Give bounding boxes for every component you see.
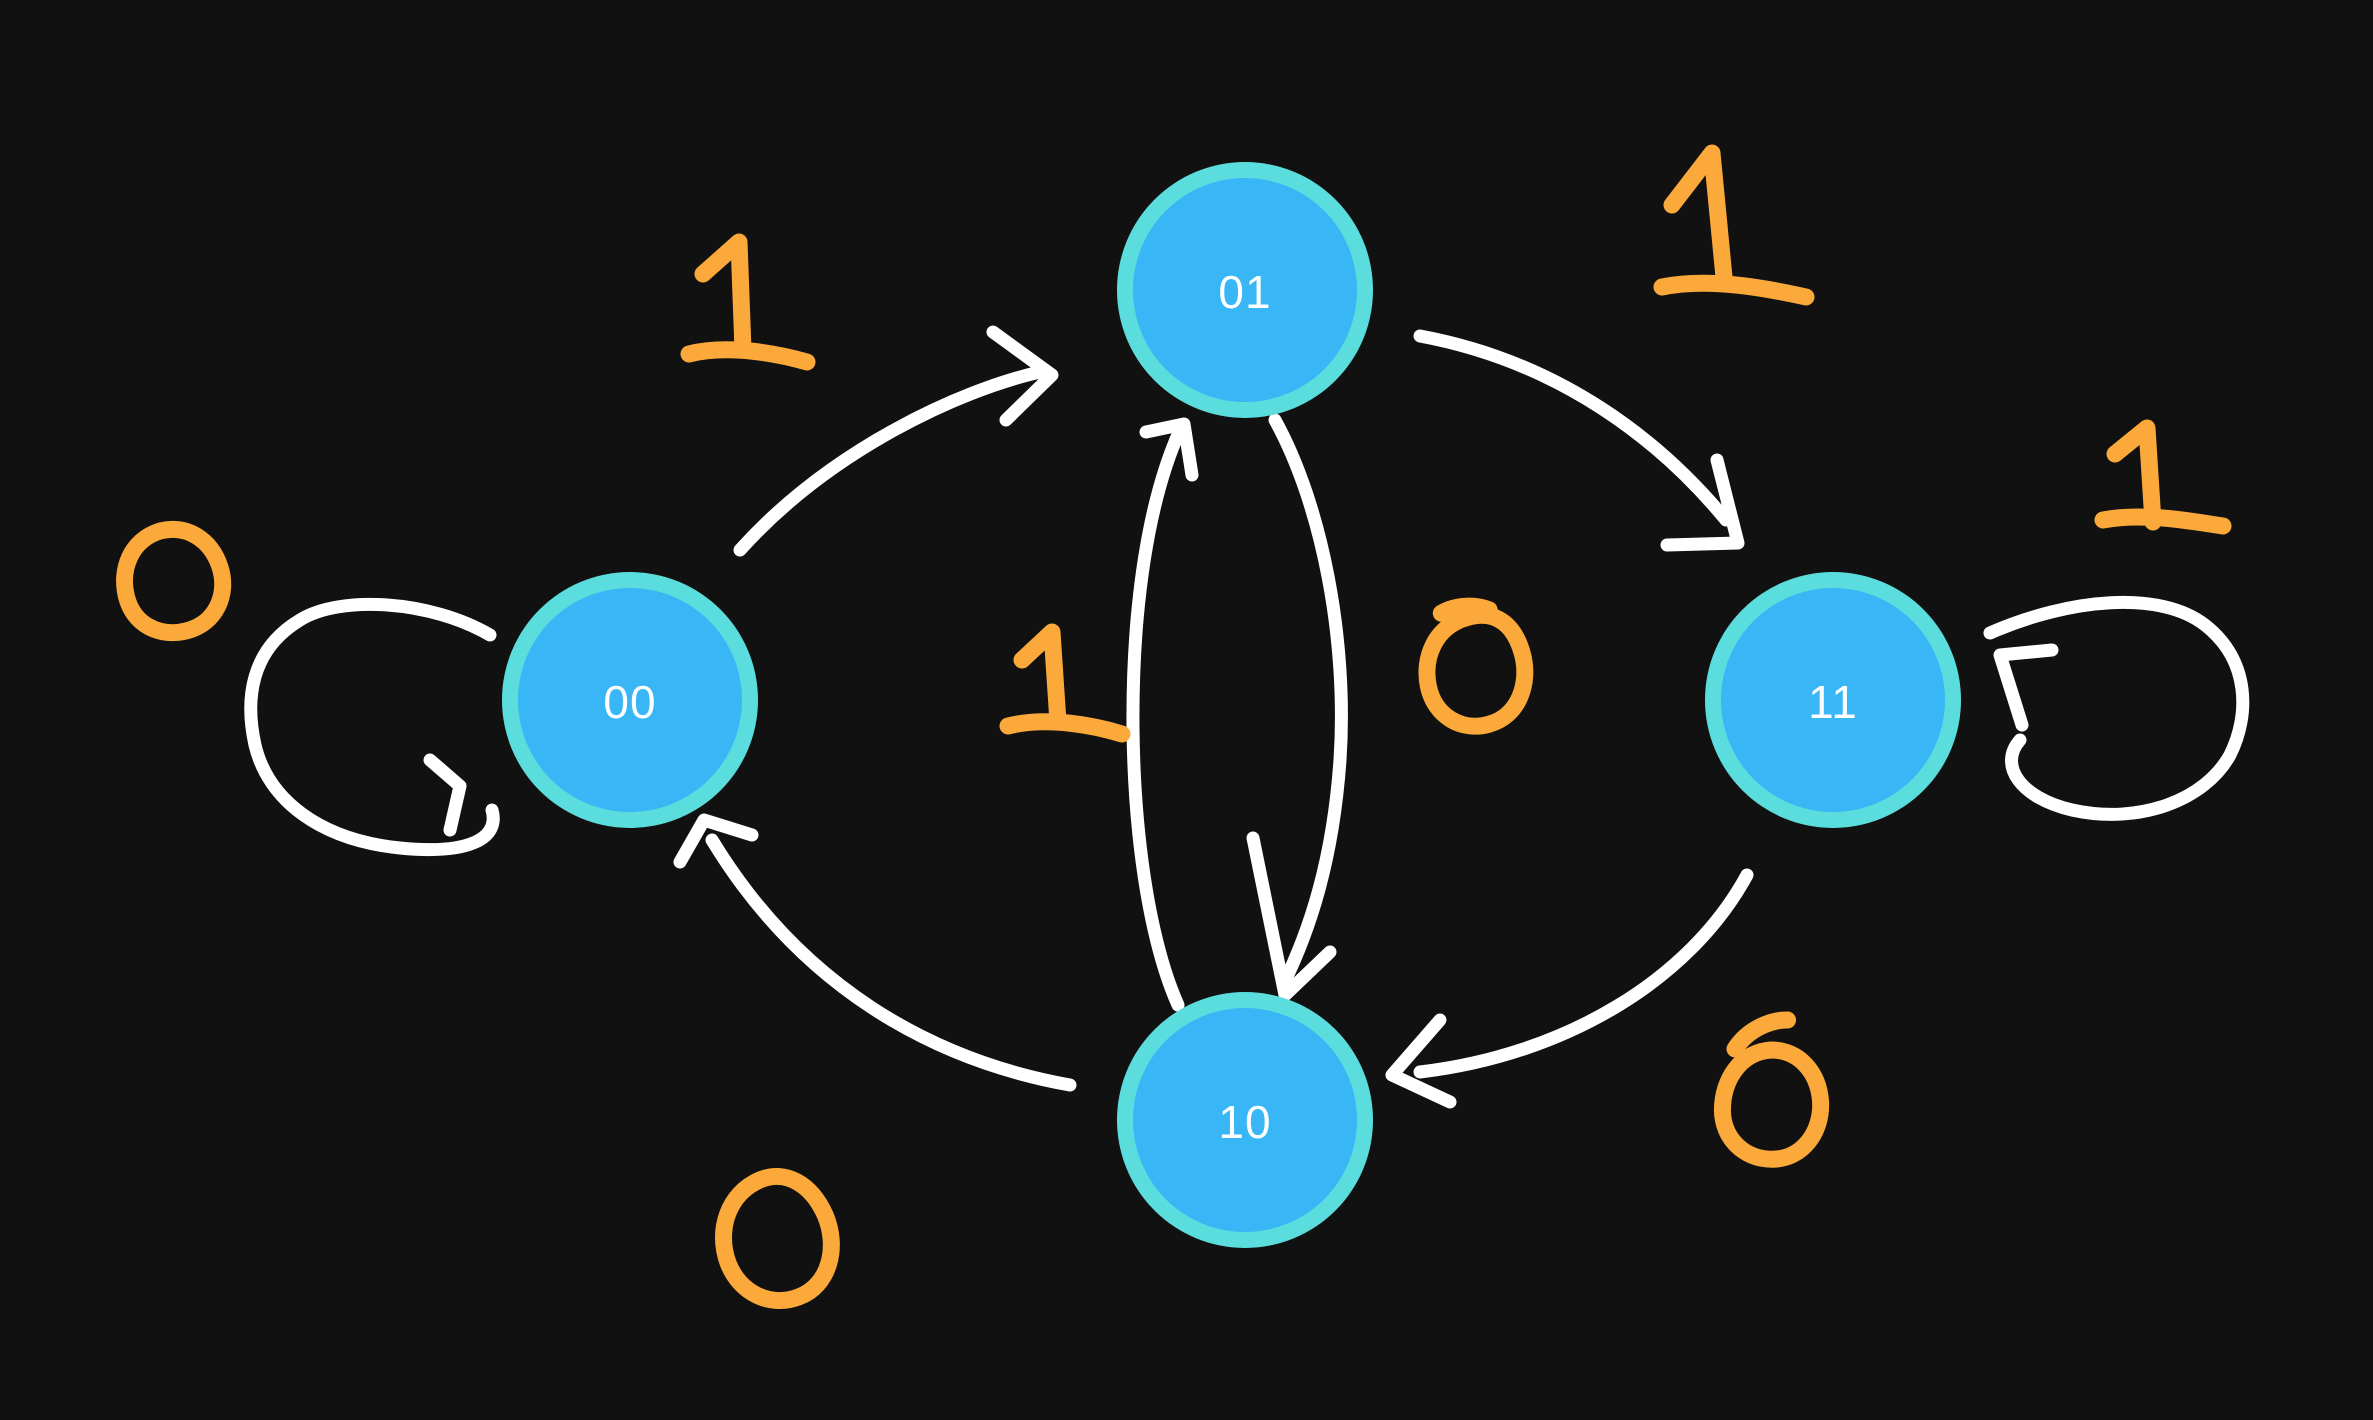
node-00[interactable]: 00 xyxy=(502,572,758,828)
node-01[interactable]: 01 xyxy=(1117,162,1373,418)
transition-label-01-11 xyxy=(1653,144,1815,306)
transition-label-01-10 xyxy=(1418,597,1534,735)
edge-11-to-10[interactable] xyxy=(1385,868,1754,1109)
node-01-label: 01 xyxy=(1218,266,1271,318)
transition-label-11-self xyxy=(2094,419,2232,535)
edge-10-to-00[interactable] xyxy=(673,813,1077,1092)
transition-label-00-self xyxy=(116,521,232,642)
edge-00-to-01[interactable] xyxy=(733,325,1059,557)
node-11[interactable]: 11 xyxy=(1705,572,1961,828)
edge-11-to-11[interactable] xyxy=(1983,595,2250,821)
node-10[interactable]: 10 xyxy=(1117,992,1373,1248)
transition-label-11-10 xyxy=(1713,1011,1830,1168)
node-11-label: 11 xyxy=(1808,676,1858,728)
edge-10-to-01[interactable] xyxy=(1126,417,1199,1012)
edge-00-to-00[interactable] xyxy=(244,597,500,857)
edge-01-to-10[interactable] xyxy=(1246,413,1348,1002)
transition-label-10-00 xyxy=(715,1167,840,1309)
edge-01-to-11[interactable] xyxy=(1413,329,1745,552)
node-00-label: 00 xyxy=(603,676,656,728)
transition-label-10-01 xyxy=(999,623,1131,743)
node-10-label: 10 xyxy=(1218,1096,1271,1148)
transition-label-00-01 xyxy=(680,233,816,371)
